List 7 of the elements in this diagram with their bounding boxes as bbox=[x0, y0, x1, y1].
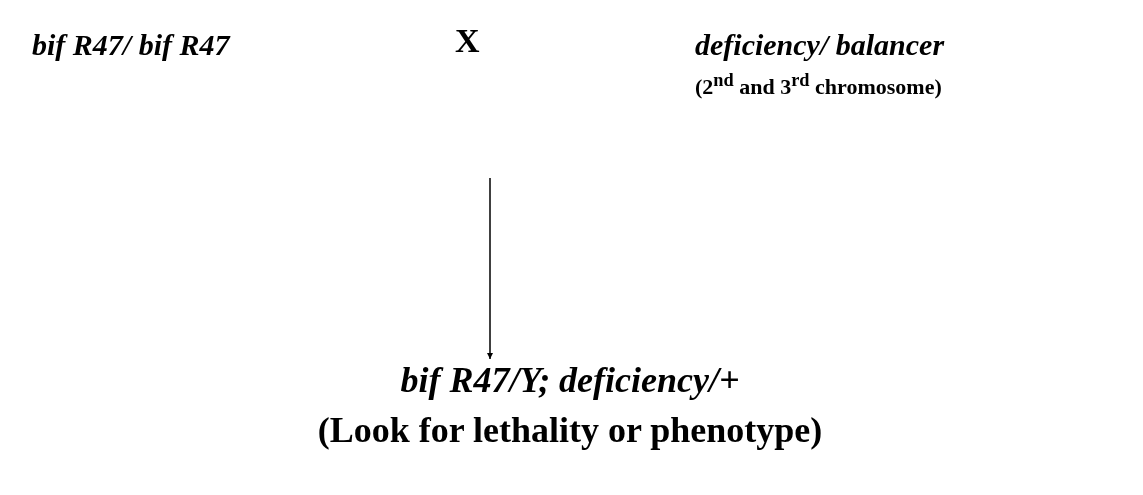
genotype-text: bif R47/Y; deficiency/+ bbox=[399, 359, 741, 402]
arrow bbox=[487, 177, 493, 360]
note-text: (2$^{nd}$ and 3$^{rd}$ chromosome) bbox=[695, 70, 943, 101]
cross-sign: X bbox=[455, 22, 480, 60]
genotype-text: deficiency/ balancer bbox=[695, 27, 945, 63]
note-text: (Look for lethality or phenotype) bbox=[316, 409, 824, 453]
genotype-text: bif R47/ bif R47 bbox=[32, 27, 230, 63]
